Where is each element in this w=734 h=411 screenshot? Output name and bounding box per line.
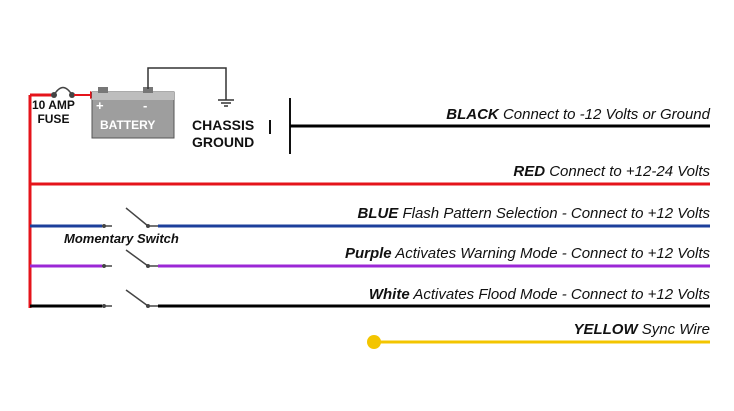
momentary-switch-label: Momentary Switch [64,231,179,246]
black-wire-label: BLACK Connect to -12 Volts or Ground [446,106,710,123]
purple-wire-label: Purple Activates Warning Mode - Connect … [344,245,710,262]
chassis-ground-label: CHASSIS GROUND [192,117,255,150]
battery-label: BATTERY [100,118,156,132]
fuse-icon [51,86,75,98]
yellow-wire-label: YELLOW Sync Wire [573,321,710,338]
red-wire-label: RED Connect to +12-24 Volts [513,163,710,180]
battery-plus: + [96,98,104,113]
ground-lead [147,67,227,100]
sync-wire-end-icon [367,335,381,349]
blue-wire-label: BLUE Flash Pattern Selection - Connect t… [357,205,710,222]
battery-icon [91,87,175,139]
switch-icon [102,249,158,268]
fuse-label: 10 AMP FUSE [32,98,75,126]
white-wire-label: White Activates Flood Mode - Connect to … [368,286,710,303]
battery-minus: - [143,98,148,113]
switch-icon [102,207,158,228]
switch-icon [102,289,158,308]
ground-icon [218,99,234,107]
